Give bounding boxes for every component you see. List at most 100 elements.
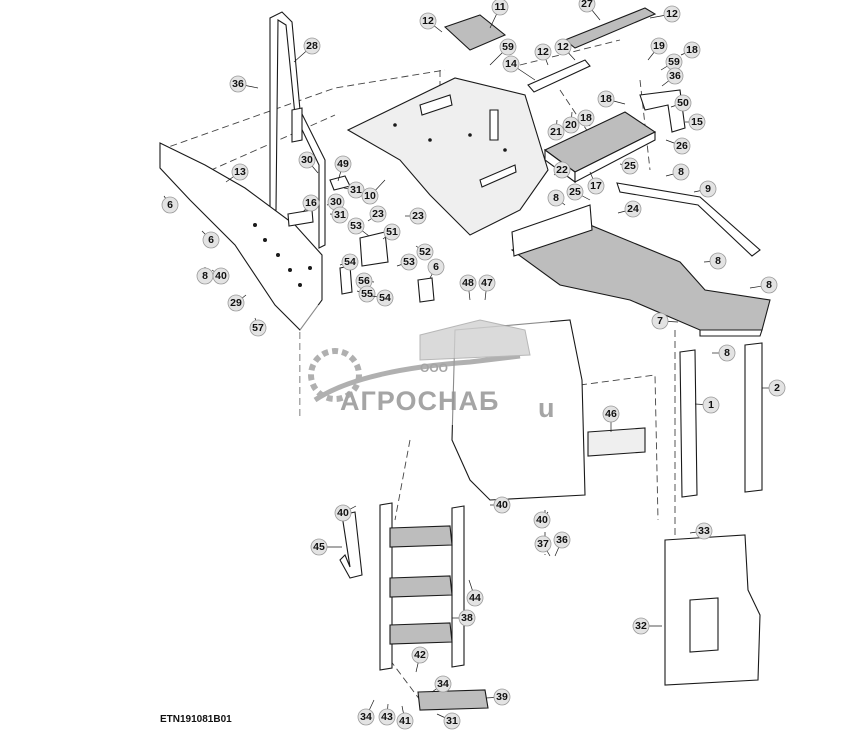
callout-label: 59: [668, 56, 680, 68]
callout-bubble: [663, 5, 681, 23]
callout-label: 6: [433, 261, 439, 273]
callout-label: 2: [774, 382, 780, 394]
step-strip-part-27: [563, 7, 657, 49]
callout-bubble: [632, 617, 650, 635]
callout-label: 25: [569, 186, 581, 198]
callout-bubble: [347, 181, 365, 199]
cover-panel-part-47: [451, 319, 586, 501]
callout-bubble: [458, 609, 476, 627]
callout-label: 9: [705, 183, 711, 195]
callout-label: 51: [386, 226, 398, 238]
callout-bubble: [534, 535, 552, 553]
post-part-2: [744, 342, 763, 493]
callout-bubble: [624, 200, 642, 218]
callout-bubble: [534, 43, 552, 61]
callout-bubble: [376, 289, 394, 307]
watermark-prefix: ООО: [420, 361, 448, 375]
callout-label: 33: [698, 525, 710, 537]
callout-label: 32: [635, 620, 647, 632]
callout-label: 40: [337, 507, 349, 519]
step-part-39: [417, 689, 489, 711]
callout-bubble: [587, 177, 605, 195]
callout-label: 31: [334, 209, 346, 221]
callout-bubble: [419, 12, 437, 30]
post-part-1: [679, 349, 698, 498]
callout-label: 43: [381, 711, 393, 723]
callout-bubble: [695, 522, 713, 540]
callout-label: 48: [462, 277, 474, 289]
callout-bubble: [666, 67, 684, 85]
callout-bubble: [478, 274, 496, 292]
callout-label: 53: [403, 256, 415, 268]
callout-label: 40: [496, 499, 508, 511]
callout-bubble: [347, 217, 365, 235]
callout-label: 55: [361, 288, 373, 300]
callout-label: 47: [481, 277, 493, 289]
callout-bubble: [361, 187, 379, 205]
callout-label: 7: [657, 315, 663, 327]
plate-part-46: [587, 427, 646, 457]
callout-bubble: [597, 90, 615, 108]
callout-label: 8: [766, 279, 772, 291]
small-grating-part-11: [443, 14, 507, 51]
callout-bubble: [650, 37, 668, 55]
callout-label: 23: [372, 208, 384, 220]
callout-bubble: [161, 196, 179, 214]
callout-label: 23: [412, 210, 424, 222]
callout-label: 1: [708, 399, 714, 411]
callout-label: 49: [337, 158, 349, 170]
callout-label: 19: [653, 40, 665, 52]
callout-bubble: [718, 344, 736, 362]
callout-label: 15: [691, 116, 703, 128]
callout-bubble: [434, 675, 452, 693]
callout-bubble: [577, 109, 595, 127]
callout-label: 30: [301, 154, 313, 166]
callout-bubble: [400, 253, 418, 271]
ladder-part-38: [379, 502, 465, 671]
callout-bubble: [499, 38, 517, 56]
callout-bubble: [553, 531, 571, 549]
callout-label: 8: [724, 347, 730, 359]
callout-label: 6: [167, 199, 173, 211]
callout-label: 18: [686, 44, 698, 56]
callout-bubble: [578, 0, 596, 13]
hand-rail-part-28: [269, 11, 326, 249]
callout-bubble: [378, 708, 396, 726]
callout-bubble: [562, 116, 580, 134]
callout-bubble: [396, 712, 414, 730]
callout-bubble: [303, 37, 321, 55]
callout-label: 37: [537, 538, 549, 550]
figure-code: ETN191081B01: [160, 714, 232, 725]
callout-label: 31: [446, 715, 458, 727]
panel-part-32: [664, 534, 761, 686]
callout-label: 54: [379, 292, 391, 304]
callout-label: 29: [230, 297, 242, 309]
callout-label: 57: [252, 322, 264, 334]
callout-label: 22: [556, 164, 568, 176]
callout-bubble: [298, 151, 316, 169]
callout-bubble: [466, 589, 484, 607]
callout-label: 8: [678, 166, 684, 178]
callout-bubble: [602, 405, 620, 423]
callout-bubble: [231, 163, 249, 181]
callout-bubble: [357, 708, 375, 726]
callout-label: 14: [505, 58, 517, 70]
callout-bubble: [533, 511, 551, 529]
callout-label: 42: [414, 649, 426, 661]
callout-bubble: [547, 123, 565, 141]
callout-bubble: [202, 231, 220, 249]
platform-part-7: [510, 224, 771, 337]
callout-bubble: [651, 312, 669, 330]
callout-bubble: [502, 55, 520, 73]
callout-bubble: [702, 396, 720, 414]
callout-label: 46: [605, 408, 617, 420]
callout-bubble: [334, 504, 352, 522]
callout-label: 12: [557, 41, 569, 53]
callout-label: 18: [580, 112, 592, 124]
callout-label: 36: [669, 70, 681, 82]
callout-label: 27: [581, 0, 593, 10]
callout-bubble: [493, 688, 511, 706]
callout-bubble: [554, 38, 572, 56]
callout-bubble: [302, 194, 320, 212]
